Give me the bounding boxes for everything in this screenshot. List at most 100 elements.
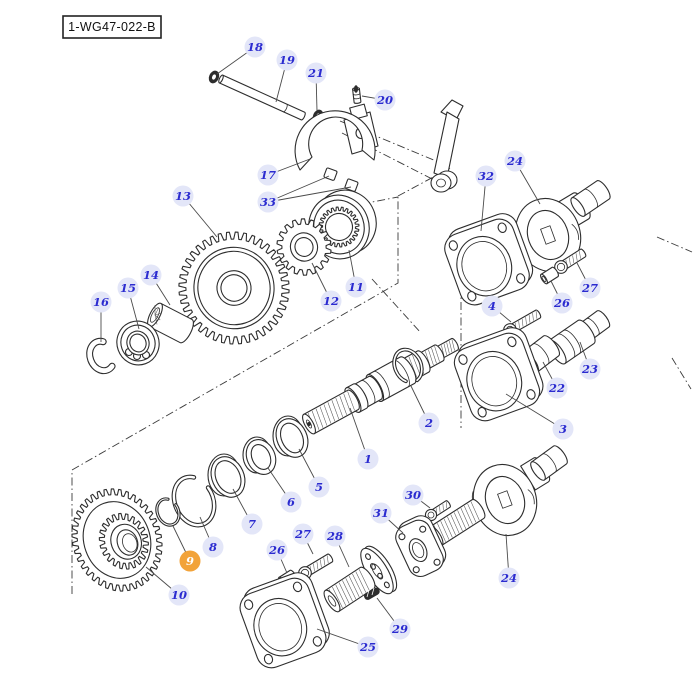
part-label-16[interactable]: 16 xyxy=(90,291,112,313)
part-label-9-highlighted[interactable]: 9 xyxy=(179,550,201,572)
part-number: 30 xyxy=(405,488,421,502)
part-27-bolt xyxy=(555,248,587,273)
part-label-32[interactable]: 32 xyxy=(475,165,497,187)
part-label-14[interactable]: 14 xyxy=(140,264,162,286)
part-number: 25 xyxy=(359,640,376,654)
part-label-6[interactable]: 6 xyxy=(280,491,302,513)
part-label-33[interactable]: 33 xyxy=(257,191,279,213)
part-33-fork-pad xyxy=(345,179,359,192)
part-29-pin xyxy=(363,587,380,601)
part-label-18[interactable]: 18 xyxy=(244,36,266,58)
part-number: 21 xyxy=(307,66,324,80)
part-5-seal-ring xyxy=(270,414,314,463)
part-8-snap-ring xyxy=(171,474,217,528)
parts-drawing xyxy=(58,70,613,672)
part-label-24[interactable]: 24 xyxy=(498,567,520,589)
part-28-splined-shaft xyxy=(321,542,402,615)
part-number: 3 xyxy=(559,422,567,436)
part-25-flange-housing xyxy=(234,569,334,672)
part-label-26[interactable]: 26 xyxy=(551,292,573,314)
part-20-screw xyxy=(352,86,361,104)
part-number: 31 xyxy=(373,506,389,520)
drawing-code-box: 1-WG47-022-B xyxy=(62,15,162,39)
part-label-1[interactable]: 1 xyxy=(357,448,379,470)
part-number: 7 xyxy=(248,517,256,531)
part-label-13[interactable]: 13 xyxy=(172,185,194,207)
part-number: 26 xyxy=(268,543,285,557)
part-number: 4 xyxy=(488,299,496,313)
part-label-11[interactable]: 11 xyxy=(345,276,367,298)
part-15-bearing xyxy=(111,315,166,371)
part-label-23[interactable]: 23 xyxy=(579,358,601,380)
part-number: 15 xyxy=(120,281,136,295)
part-number: 32 xyxy=(478,169,494,183)
part-number: 20 xyxy=(376,93,393,107)
part-31-flange-plate xyxy=(391,512,451,581)
part-label-30[interactable]: 30 xyxy=(402,484,424,506)
part-label-3[interactable]: 3 xyxy=(552,418,574,440)
part-label-7[interactable]: 7 xyxy=(241,513,263,535)
part-label-5[interactable]: 5 xyxy=(308,476,330,498)
part-number: 11 xyxy=(348,280,364,294)
part-label-15[interactable]: 15 xyxy=(117,277,139,299)
part-number: 8 xyxy=(209,540,217,554)
part-number: 9 xyxy=(186,554,194,568)
part-label-21[interactable]: 21 xyxy=(305,62,327,84)
part-30-bolt xyxy=(425,500,451,521)
part-label-19[interactable]: 19 xyxy=(276,49,298,71)
part-number: 12 xyxy=(323,294,339,308)
part-number: 26 xyxy=(553,296,570,310)
part-number: 16 xyxy=(93,295,109,309)
part-label-22[interactable]: 22 xyxy=(546,377,568,399)
part-number: 27 xyxy=(294,527,311,541)
part-label-8[interactable]: 8 xyxy=(202,536,224,558)
part-label-12[interactable]: 12 xyxy=(320,290,342,312)
part-label-2[interactable]: 2 xyxy=(418,412,440,434)
part-number: 6 xyxy=(287,495,295,509)
part-9-ring xyxy=(155,497,181,527)
part-number: 13 xyxy=(175,189,191,203)
part-label-20[interactable]: 20 xyxy=(374,89,396,111)
part-number: 28 xyxy=(326,529,343,543)
part-label-28[interactable]: 28 xyxy=(324,525,346,547)
part-13-gear xyxy=(164,218,303,359)
part-label-27[interactable]: 27 xyxy=(579,277,601,299)
part-14-bushing xyxy=(145,301,197,345)
part-number: 22 xyxy=(548,381,565,395)
part-label-24[interactable]: 24 xyxy=(504,150,526,172)
part-12-gear xyxy=(270,212,339,283)
part-label-17[interactable]: 17 xyxy=(257,164,279,186)
part-2-snap-ring xyxy=(392,347,424,384)
part-number: 24 xyxy=(500,571,517,585)
part-32-flange-housing xyxy=(439,209,538,309)
part-7-ring xyxy=(205,451,251,502)
part-number: 1 xyxy=(364,452,372,466)
part-24-yoke xyxy=(464,444,570,545)
part-19-shift-rod xyxy=(218,75,306,121)
part-18-washer xyxy=(207,70,220,85)
part-label-29[interactable]: 29 xyxy=(389,618,411,640)
part-label-31[interactable]: 31 xyxy=(370,502,392,524)
part-number: 29 xyxy=(391,622,408,636)
drawing-code: 1-WG47-022-B xyxy=(68,20,156,34)
part-10-gear xyxy=(58,476,176,604)
part-label-25[interactable]: 25 xyxy=(357,636,379,658)
part-number: 18 xyxy=(247,40,263,54)
part-26-bushing xyxy=(539,266,559,285)
part-3-flange-housing xyxy=(449,324,549,426)
part-33-fork-pad xyxy=(324,168,338,181)
part-number: 2 xyxy=(424,416,433,430)
part-label-4[interactable]: 4 xyxy=(481,295,503,317)
part-number: 17 xyxy=(260,168,276,182)
part-number: 10 xyxy=(171,588,187,602)
part-label-27[interactable]: 27 xyxy=(292,523,314,545)
part-label-10[interactable]: 10 xyxy=(168,584,190,606)
part-number: 24 xyxy=(506,154,523,168)
part-24-yoke xyxy=(505,179,612,281)
part-6-ring xyxy=(241,435,281,479)
part-17-shift-fork xyxy=(295,104,378,192)
part-label-26[interactable]: 26 xyxy=(266,539,288,561)
